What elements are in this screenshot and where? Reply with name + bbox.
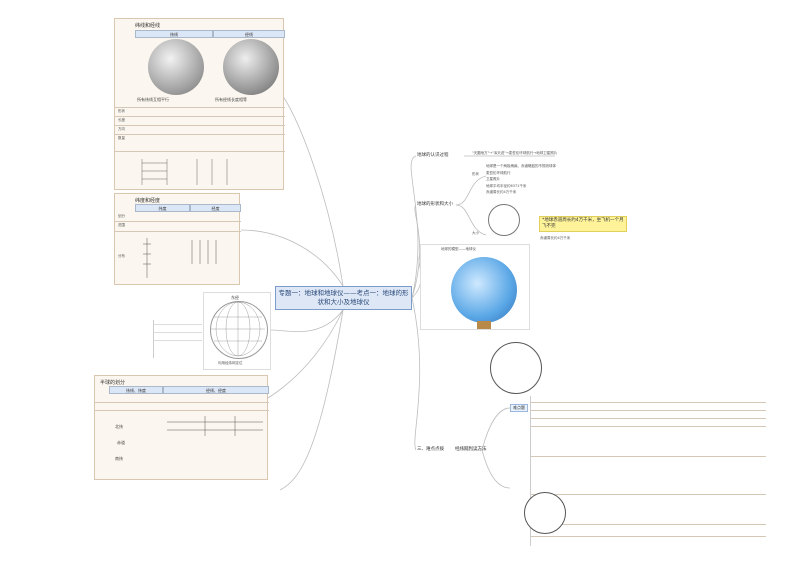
column-header-lon: 经线 bbox=[213, 30, 285, 38]
row-divider bbox=[115, 116, 285, 117]
shape-item: 地球是一个两极稍扁、赤道略鼓的不规则球体 bbox=[486, 164, 556, 168]
card-title: 纬度和经度 bbox=[135, 198, 161, 204]
key-points-table bbox=[530, 396, 766, 546]
card-position-grid: 东经 利用经纬网定位 bbox=[203, 292, 271, 370]
row-divider bbox=[531, 426, 766, 427]
row-divider bbox=[115, 231, 241, 232]
shape-label: 形状 bbox=[472, 172, 479, 176]
row-label-range: 范围 bbox=[118, 223, 125, 227]
row-divider bbox=[115, 125, 285, 126]
hemisphere-diagram bbox=[167, 416, 263, 436]
card-hemisphere: 半球的划分 纬线、纬度 经线、经度 北纬 赤道 南纬 bbox=[94, 375, 269, 480]
knowledge-chain: "天圆地方"→"浑天说"→麦哲伦环球航行→地球卫星照片 bbox=[472, 151, 558, 155]
size-highlight-note: *地球赤道周长约4万千米，坐飞机一个月飞不完 bbox=[539, 216, 627, 232]
key-globe-top bbox=[490, 342, 542, 394]
row-label-divide: 划分 bbox=[118, 214, 125, 218]
row-divider bbox=[115, 107, 285, 108]
model-card: 地球的模型——地球仪 bbox=[420, 244, 530, 330]
shape-item: 地球平均半径约6371千米 bbox=[486, 183, 527, 188]
shape-item: 赤道周长约4万千米 bbox=[486, 190, 517, 194]
row-label-count: 数量 bbox=[118, 136, 125, 140]
equator-label: 赤道 bbox=[117, 440, 125, 445]
branch-key-points[interactable]: 三、难点点拨 bbox=[417, 447, 444, 452]
lat-lon-diagram bbox=[141, 159, 228, 185]
grid-globe-lines bbox=[211, 301, 265, 357]
degree-diagram bbox=[143, 238, 217, 278]
meridian-globe-image bbox=[223, 39, 279, 95]
card-title: 纬线和经线 bbox=[135, 23, 161, 29]
row-divider bbox=[95, 410, 269, 411]
position-notes bbox=[153, 320, 202, 358]
shape-list: 地球是一个两极稍扁、赤道略鼓的不规则球体 麦哲伦环球航行 卫星照片 地球平均半径… bbox=[486, 164, 566, 197]
column-header-b: 经线、经度 bbox=[163, 386, 269, 394]
row-divider bbox=[531, 494, 766, 495]
lon-description: 所有经线长度相等 bbox=[215, 97, 247, 102]
key-tag-label: 难点题 bbox=[513, 405, 525, 410]
column-header-lat: 纬度 bbox=[135, 204, 190, 212]
shape-item: 卫星照片 bbox=[486, 177, 500, 181]
key-tag: 难点题 bbox=[510, 404, 528, 412]
globe-model-image bbox=[451, 257, 517, 323]
row-label-direction: 方向 bbox=[118, 127, 125, 131]
card-meridian-parallel: 纬线和经线 纬线 经线 所有纬线互相平行 所有经线长度相等 形状 长度 方向 数… bbox=[114, 18, 285, 190]
model-caption: 地球的模型——地球仪 bbox=[441, 247, 476, 251]
grid-globe bbox=[210, 301, 268, 359]
column-header-lat: 纬线 bbox=[135, 30, 213, 38]
column-header-a: 纬线、纬度 bbox=[109, 386, 163, 394]
row-divider bbox=[115, 221, 241, 222]
card-title: 东经 bbox=[231, 295, 239, 300]
row-divider bbox=[115, 134, 285, 135]
branch-shape-size[interactable]: 地球的形状和大小 bbox=[417, 202, 453, 207]
lat-description: 所有纬线互相平行 bbox=[137, 97, 169, 102]
row-divider bbox=[531, 524, 766, 525]
row-divider bbox=[115, 151, 285, 152]
row-label-length: 长度 bbox=[118, 118, 125, 122]
row-divider bbox=[95, 402, 269, 403]
earth-size-diagram bbox=[488, 204, 520, 236]
key-globe-bottom bbox=[524, 492, 566, 534]
row-divider bbox=[531, 402, 766, 403]
column-header-lon: 经度 bbox=[190, 204, 241, 212]
south-label: 南纬 bbox=[115, 456, 123, 461]
row-label-distribution: 分布 bbox=[118, 254, 125, 258]
parallel-globe-image bbox=[148, 39, 204, 95]
row-divider bbox=[531, 418, 766, 419]
row-divider bbox=[531, 536, 766, 537]
row-label-shape: 形状 bbox=[118, 109, 125, 113]
globe-stand bbox=[477, 321, 491, 329]
branch-knowledge-process[interactable]: 地球的认识过程 bbox=[417, 153, 449, 158]
card-latitude-longitude: 纬度和经度 纬度 经度 划分 范围 分布 bbox=[114, 193, 241, 285]
center-topic[interactable]: 专题一：地球和地球仪——考点一：地球的形状和大小及地球仪 bbox=[275, 286, 412, 310]
compare-method[interactable]: 经纬网判读方法 bbox=[455, 447, 487, 452]
north-label: 北纬 bbox=[115, 424, 123, 429]
shape-item: 麦哲伦环球航行 bbox=[486, 170, 511, 175]
row-divider bbox=[531, 410, 766, 411]
card-caption: 利用经纬网定位 bbox=[218, 361, 243, 365]
row-divider bbox=[531, 456, 766, 457]
card-title: 半球的划分 bbox=[100, 380, 126, 386]
size-note: 赤道周长约4万千米 bbox=[540, 236, 571, 240]
size-label: 大小 bbox=[472, 231, 479, 235]
